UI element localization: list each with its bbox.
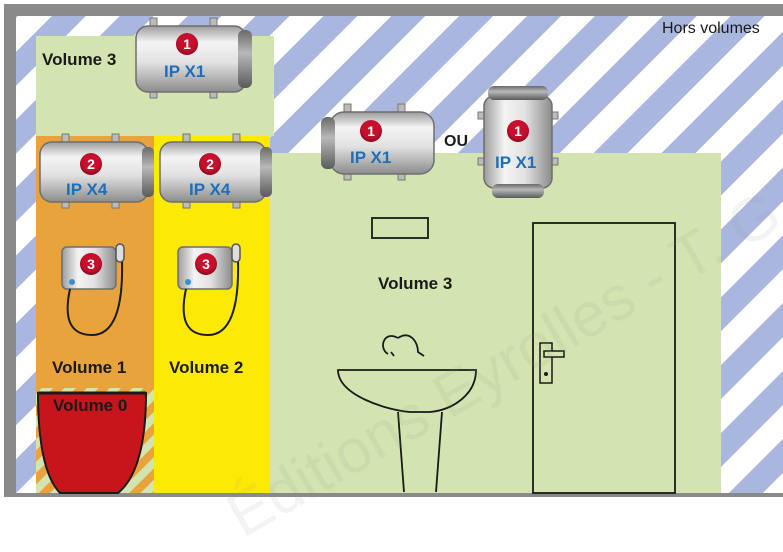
door — [532, 222, 676, 494]
middle-horizontal-heater-badge: 1 — [360, 120, 382, 142]
diagram-canvas — [4, 4, 783, 497]
mirror-light — [371, 217, 429, 239]
water-heater-middle-vertical — [477, 86, 559, 198]
or-label: OU — [444, 133, 468, 150]
water-heater-top — [135, 17, 252, 99]
volume-1-heater-badge: 2 — [80, 153, 102, 175]
water-heater-middle-horizontal — [321, 103, 435, 181]
volume-2-instant-heater-badge: 3 — [195, 253, 217, 275]
top-heater-ip-label: IP X1 — [164, 62, 206, 81]
middle-vertical-heater-badge: 1 — [507, 120, 529, 142]
volume-1-label: Volume 1 — [52, 358, 127, 377]
bathtub-volume-0 — [36, 392, 148, 494]
volume-2-heater-ip-label: IP X4 — [189, 180, 231, 199]
bathroom-volumes-diagram: Éditions Eyrolles - T. G Hors volumes Vo… — [4, 4, 783, 551]
volume-1-instant-heater-badge: 3 — [80, 253, 102, 275]
volume-3-main-label: Volume 3 — [378, 274, 453, 293]
volume-3-top-label: Volume 3 — [42, 50, 117, 69]
volume-1-heater-ip-label: IP X4 — [66, 180, 108, 199]
volume-2-heater-badge: 2 — [199, 153, 221, 175]
middle-horizontal-heater-ip-label: IP X1 — [350, 148, 392, 167]
washbasin — [337, 334, 477, 493]
volume-3-main-zone — [270, 153, 721, 493]
top-heater-badge: 1 — [176, 33, 198, 55]
hors-volumes-label: Hors volumes — [662, 20, 760, 37]
volume-0-label: Volume 0 — [53, 396, 128, 415]
middle-vertical-heater-ip-label: IP X1 — [495, 153, 537, 172]
volume-2-label: Volume 2 — [169, 358, 244, 377]
